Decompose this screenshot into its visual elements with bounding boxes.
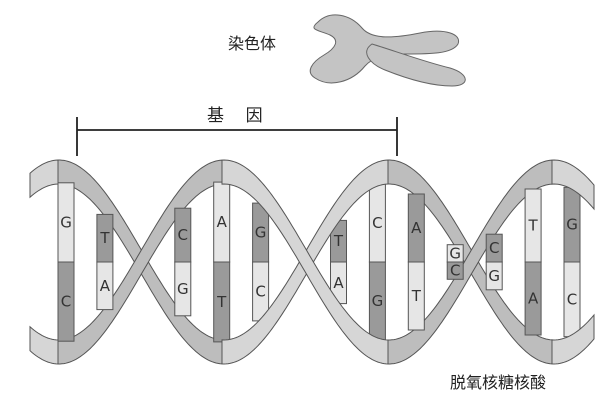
base-pair: TA <box>97 214 113 309</box>
base-letter-top: T <box>99 229 110 247</box>
dna-label: 脱氧核糖核酸 <box>450 373 546 392</box>
base-letter-bottom: C <box>567 290 577 308</box>
base-letter-top: A <box>411 219 422 237</box>
base-letter-top: C <box>178 226 188 244</box>
base-pair: TA <box>331 220 347 303</box>
base-letter-top: C <box>372 214 382 232</box>
base-letter-top: C <box>489 239 499 257</box>
base-letter-bottom: G <box>177 280 189 298</box>
base-letter-bottom: A <box>333 274 344 292</box>
base-pair: CG <box>486 234 502 290</box>
base-pair: CG <box>175 208 191 316</box>
base-letter-top: T <box>333 232 344 250</box>
base-pair: GC <box>58 183 74 341</box>
base-letter-bottom: A <box>100 277 111 295</box>
chromosome-label: 染色体 <box>228 34 276 53</box>
chromosome-illustration <box>310 15 465 86</box>
base-pair: GC <box>564 187 580 336</box>
base-letter-bottom: T <box>216 293 227 311</box>
gene-label: 基 因 <box>207 106 263 126</box>
base-letter-top: T <box>528 217 539 235</box>
base-letter-top: G <box>60 213 72 231</box>
base-letter-bottom: A <box>528 290 539 308</box>
base-letter-bottom: G <box>488 267 500 285</box>
base-letter-bottom: C <box>61 293 71 311</box>
base-pair: GC <box>447 244 463 279</box>
base-letter-bottom: T <box>411 287 422 305</box>
base-pair: CG <box>369 184 385 340</box>
base-letter-top: G <box>566 216 578 234</box>
strand-b-segment <box>30 327 58 364</box>
base-pair: TA <box>525 189 541 335</box>
base-letter-top: G <box>255 224 267 242</box>
base-pair: AT <box>214 182 230 342</box>
base-letter-bottom: C <box>450 262 460 280</box>
base-letter-top: A <box>217 213 228 231</box>
base-letter-bottom: G <box>372 292 384 310</box>
base-letter-top: G <box>449 244 461 262</box>
base-pair: AT <box>408 194 424 330</box>
base-letter-bottom: C <box>255 282 265 300</box>
base-pair: GC <box>253 203 269 321</box>
strand-a-segment <box>30 160 58 197</box>
